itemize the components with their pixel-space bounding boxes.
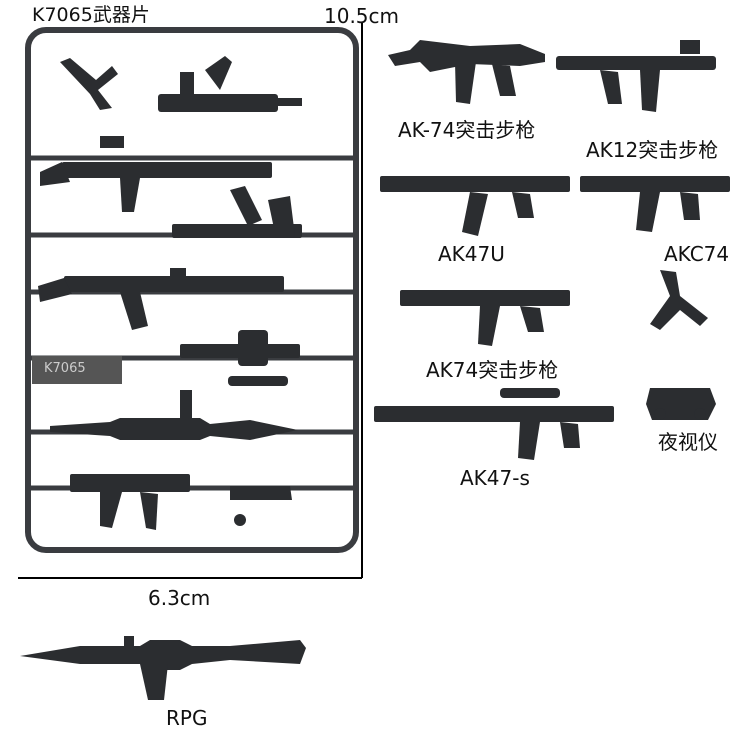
akc74-image <box>580 176 730 232</box>
ak74-2-label: AK74突击步枪 <box>426 358 559 382</box>
ak47u-label: AK47U <box>438 242 505 266</box>
akc74-label: AKC74 <box>664 242 730 266</box>
ak12-label: AK12突击步枪 <box>586 138 719 162</box>
sprue-ak47 <box>38 268 284 330</box>
launcher-part <box>158 56 302 112</box>
sprue-night-vision <box>230 486 292 526</box>
rpg-label: RPG <box>166 706 208 730</box>
ak47s-image <box>374 388 614 460</box>
sprue-tag-text: K7065 <box>44 361 86 376</box>
sprue-ak-scope <box>40 136 272 212</box>
sprue-magazine-barrel <box>172 186 302 238</box>
sprue-gl-scope <box>180 330 300 386</box>
ak74-image <box>388 40 545 104</box>
width-dimension: 6.3cm <box>148 586 211 610</box>
ak47s-label: AK47-s <box>460 466 530 490</box>
ak47u-image <box>380 176 570 236</box>
sprue-rpg <box>50 390 298 440</box>
ak74-2-image <box>400 290 570 346</box>
ak12-image <box>556 40 716 112</box>
sprue-aks74u <box>70 474 190 530</box>
bipod-part <box>60 58 118 110</box>
sprue-label: K7065武器片 <box>32 4 150 26</box>
bipod-image <box>650 270 708 330</box>
height-dimension: 10.5cm <box>324 4 400 28</box>
night-vision-label: 夜视仪 <box>658 430 718 454</box>
night-vision-image <box>646 388 716 420</box>
sprue-tag <box>32 356 122 384</box>
ak74-label: AK-74突击步枪 <box>398 118 536 142</box>
rpg-image <box>20 636 306 700</box>
